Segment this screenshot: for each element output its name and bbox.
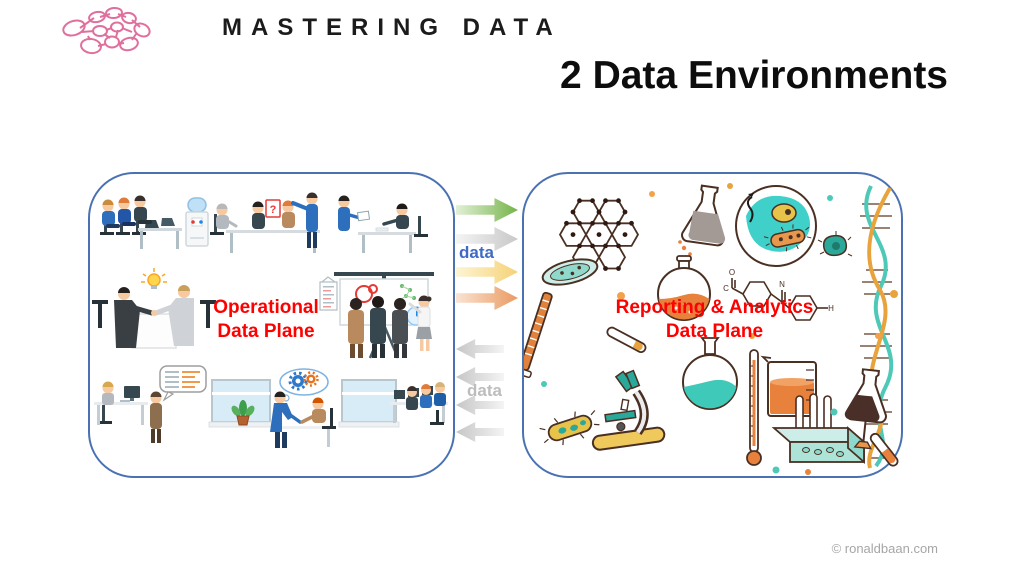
outbound-data-label: data bbox=[459, 243, 494, 262]
atom-label: N bbox=[779, 280, 785, 289]
office-plant-icon bbox=[231, 400, 255, 426]
atom-label: H bbox=[828, 304, 834, 313]
dna-helix-icon bbox=[860, 185, 894, 469]
data-flow-left-gray-arrow bbox=[456, 339, 504, 359]
page-title: 2 Data Environments bbox=[560, 54, 948, 97]
chemical-formula-icon: O C N H bbox=[723, 268, 834, 321]
pointing-manager-icon bbox=[291, 192, 318, 248]
desk-worker-icon bbox=[94, 381, 148, 425]
label-line-1: Operational bbox=[213, 297, 319, 318]
presenter-icon bbox=[408, 295, 432, 351]
question-card-icon: ? bbox=[252, 199, 281, 229]
test-tube-rack-icon bbox=[771, 393, 867, 464]
handshake-deal-icon bbox=[92, 268, 216, 349]
tilted-orange-tube-icon bbox=[869, 432, 899, 467]
operational-data-plane-panel: ? bbox=[88, 172, 455, 478]
reporting-analytics-plane-panel: O C N H bbox=[522, 172, 903, 478]
thermometer-icon bbox=[746, 349, 762, 466]
atom-label: O bbox=[729, 268, 735, 277]
reporting-analytics-plane-label: Reporting & Analytics Data Plane bbox=[612, 296, 817, 345]
water-cooler-icon bbox=[185, 197, 209, 247]
operational-plane-label: Operational Data Plane bbox=[168, 296, 364, 345]
presentation-screen-icon bbox=[319, 272, 434, 359]
thinking-employee-icon bbox=[150, 365, 207, 443]
atom-label: C bbox=[723, 284, 729, 293]
label-line-1: Reporting & Analytics bbox=[615, 297, 814, 318]
data-flow-right-orange-arrow bbox=[456, 286, 518, 310]
team-at-desks-icon bbox=[100, 195, 182, 249]
bacteria-pill-icon bbox=[539, 410, 600, 446]
dark-erlenmeyer-flask-icon bbox=[844, 368, 887, 450]
desk-discussion-icon bbox=[270, 368, 336, 448]
teal-round-flask-icon bbox=[682, 337, 738, 410]
office-illustration: ? bbox=[92, 192, 448, 448]
inbound-data-label: data bbox=[467, 381, 502, 400]
question-mark: ? bbox=[270, 204, 277, 216]
watermark: © ronaldbaan.com bbox=[831, 541, 938, 556]
office-window-icon bbox=[338, 379, 400, 428]
microbes-magnified-icon bbox=[735, 185, 817, 267]
label-line-2: Data Plane bbox=[665, 321, 764, 343]
molecule-lattice-icon bbox=[559, 198, 639, 271]
tilted-burette-icon bbox=[524, 291, 553, 379]
gray-erlenmeyer-flask-icon bbox=[681, 184, 726, 247]
brand-title: MASTERING DATA bbox=[222, 14, 562, 41]
laboratory-illustration: O C N H bbox=[524, 183, 899, 475]
speech-bubble-list-icon bbox=[159, 365, 207, 402]
pink-molecule-cluster-logo bbox=[62, 6, 151, 55]
small-test-tube-icon bbox=[606, 326, 647, 353]
petri-dish-icon bbox=[541, 258, 599, 286]
workstations-row-icon bbox=[390, 382, 448, 425]
data-flow-right-yellow-arrow bbox=[456, 260, 518, 284]
microscope-icon bbox=[591, 369, 666, 451]
idea-lightbulb-icon bbox=[141, 268, 167, 289]
audience-icon bbox=[348, 296, 408, 358]
data-flow-right-green-arrow bbox=[456, 198, 518, 222]
flipchart-icon bbox=[319, 276, 338, 311]
label-line-2: Data Plane bbox=[217, 321, 315, 343]
decorative-dots bbox=[541, 183, 898, 475]
document-handoff-icon bbox=[338, 195, 428, 253]
orange-round-flask-icon bbox=[657, 240, 711, 321]
teal-amoeba-icon bbox=[817, 231, 853, 257]
orange-beaker-icon bbox=[760, 355, 817, 417]
meeting-table-icon: ? bbox=[210, 192, 320, 253]
thought-bubble-gears-icon bbox=[277, 368, 329, 407]
data-flow-left-gray-arrow bbox=[456, 422, 504, 442]
